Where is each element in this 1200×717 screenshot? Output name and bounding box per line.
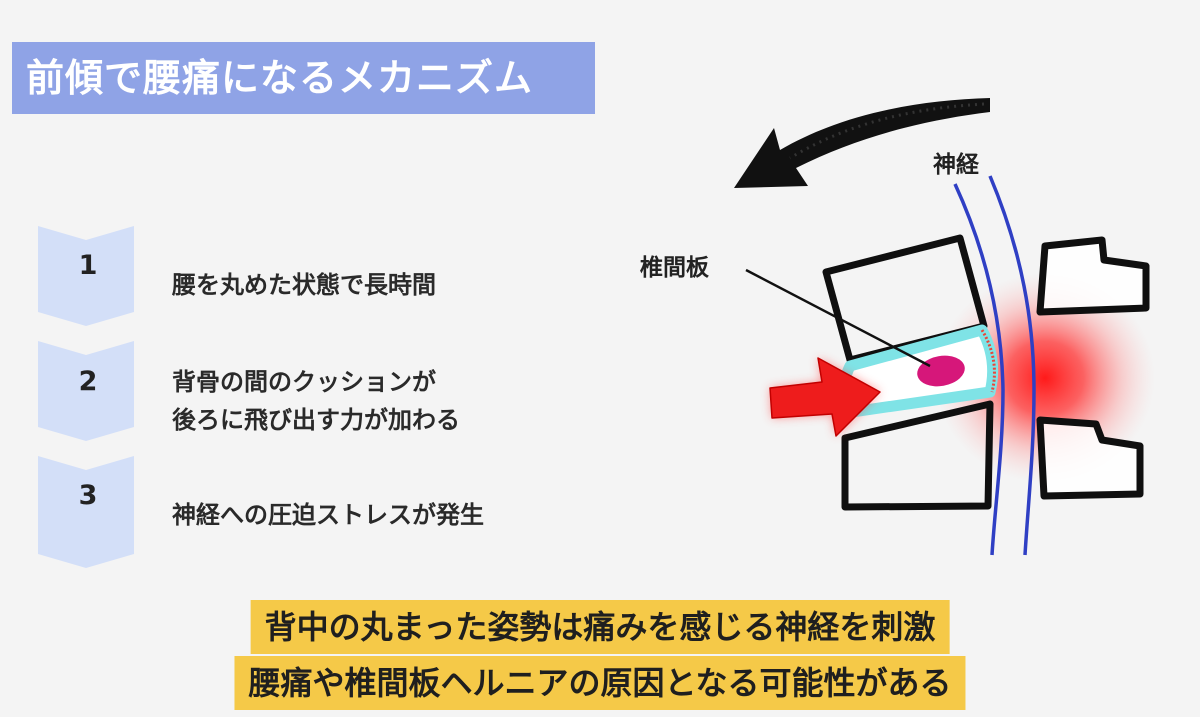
step-1-line-1: 腰を丸めた状態で長時間 bbox=[172, 271, 436, 299]
step-2-chevron bbox=[38, 341, 134, 441]
disc-leader-line bbox=[745, 268, 931, 368]
step-3-text: 神経への圧迫ストレスが発生 bbox=[172, 496, 484, 534]
step-2-line-1: 背骨の間のクッションが bbox=[172, 368, 436, 396]
step-2-text: 背骨の間のクッションが 後ろに飛び出す力が加わる bbox=[172, 363, 460, 439]
conclusion-line-2: 腰痛や椎間板ヘルニアの原因となる可能性がある bbox=[234, 656, 966, 710]
conclusion-line-1: 背中の丸まった姿勢は痛みを感じる神経を刺激 bbox=[250, 600, 950, 654]
pressure-arrow bbox=[769, 357, 881, 437]
lower-vertebra bbox=[841, 400, 994, 511]
step-1-number: 1 bbox=[78, 250, 98, 281]
step-2-number: 2 bbox=[78, 366, 98, 397]
disc-bulge-edge bbox=[980, 329, 996, 393]
bending-motion-arrow bbox=[734, 98, 990, 188]
step-2-line-2: 後ろに飛び出す力が加わる bbox=[172, 406, 460, 434]
step-1-text: 腰を丸めた状態で長時間 bbox=[172, 266, 436, 304]
disc-nucleus bbox=[917, 355, 965, 387]
disc-label: 椎間板 bbox=[640, 255, 709, 281]
step-3-chevron bbox=[38, 456, 134, 568]
step-1-chevron bbox=[38, 226, 134, 326]
step-3-number: 3 bbox=[78, 480, 98, 511]
lower-facet bbox=[1036, 416, 1144, 500]
nerve-line-left bbox=[953, 183, 1005, 556]
nerve-label: 神経 bbox=[933, 152, 979, 178]
upper-facet bbox=[1036, 236, 1150, 316]
nerve-line-right bbox=[988, 175, 1036, 556]
step-3-line-1: 神経への圧迫ストレスが発生 bbox=[172, 501, 484, 529]
page-title: 前傾で腰痛になるメカニズム bbox=[12, 42, 595, 114]
